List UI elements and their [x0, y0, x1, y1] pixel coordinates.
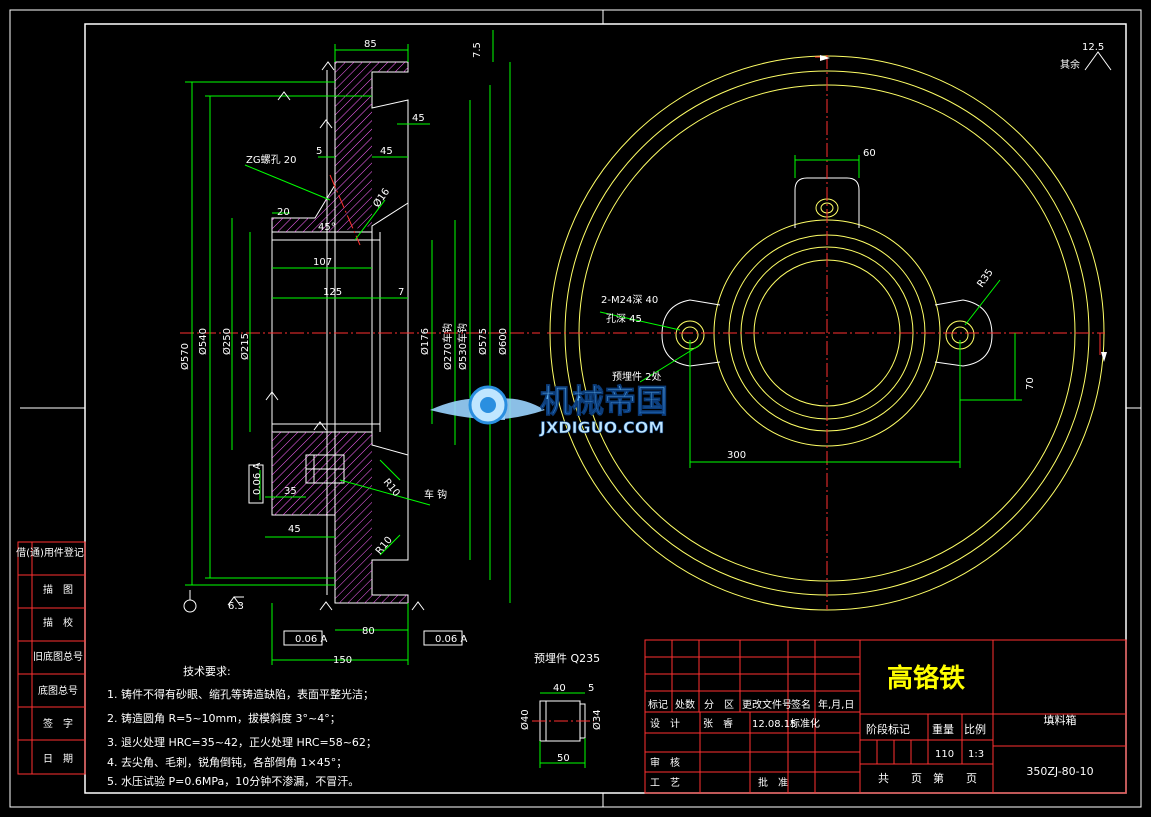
part-dim-5: 5	[588, 683, 594, 694]
dim-5: 5	[316, 146, 322, 157]
dim-45b: 45	[380, 146, 393, 157]
tol-frame-3: 0.06 A	[435, 634, 467, 645]
front-view	[547, 55, 1107, 611]
dim-150: 150	[333, 655, 352, 666]
dim-45deg: 45°	[318, 222, 336, 233]
tb-designer: 张 睿	[703, 717, 733, 730]
dim-85: 85	[364, 39, 377, 50]
watermark: 机械帝国 JXDIGUO.COM	[430, 382, 668, 437]
tech-item-5: 5. 水压试验 P=0.6MPa，10分钟不渗漏，不冒汗。	[107, 774, 359, 788]
tech-item-2: 2. 铸造圆角 R=5~10mm，拔模斜度 3°~4°；	[107, 711, 341, 725]
dim-phi215: Ø215	[239, 333, 251, 360]
part-title: 预埋件 Q235	[534, 652, 600, 665]
dim-car-note: 车 钩	[424, 488, 447, 501]
section-view	[180, 30, 540, 665]
dim-r10b: R10	[374, 535, 395, 557]
title-block: 高铬铁 填料箱 350ZJ-80-10 标记 处数 分 区 更改文件号 签名 年…	[644, 639, 1127, 794]
dim-m24-thread: 2-M24深 40	[601, 294, 658, 306]
left-table-cell-1: 描 图	[43, 583, 73, 596]
left-table-cell-4: 底图总号	[38, 684, 78, 697]
dim-125: 125	[323, 287, 342, 298]
tb-weight: 重量	[932, 722, 954, 736]
part-dim-phi40: Ø40	[519, 709, 531, 730]
dim-r10a: R10	[381, 477, 402, 499]
watermark-en: JXDIGUO.COM	[539, 418, 664, 437]
dim-45c: 45	[288, 524, 301, 535]
roughness-symbol-icon	[1084, 51, 1112, 71]
dim-phi530: Ø530车钩	[456, 323, 469, 370]
tb-sheets: 共 页 第 页	[878, 771, 977, 785]
tech-item-3: 3. 退火处理 HRC=35~42，正火处理 HRC=58~62；	[107, 736, 377, 749]
tb-scale-value: 1:3	[968, 749, 984, 760]
tb-hdr-mark: 标记	[648, 699, 668, 711]
embedded-part-detail: 预埋件 Q235 40 5 Ø40 Ø34 50	[519, 652, 603, 768]
dim-phi575: Ø575	[477, 328, 489, 355]
tech-item-4: 4. 去尖角、毛刺，锐角倒钝，各部倒角 1×45°；	[107, 755, 347, 769]
tol-frame-1: 0.06 A	[252, 463, 263, 495]
dim-7: 7	[398, 287, 404, 298]
roughness-other: 其余	[1060, 58, 1080, 71]
dim-phi250: Ø250	[221, 328, 233, 355]
tb-stage: 阶段标记	[866, 722, 910, 736]
dim-20: 20	[277, 207, 290, 218]
tb-scale-label: 比例	[964, 722, 986, 736]
tol-frame-2: 0.06 A	[295, 634, 327, 645]
tb-design: 设 计	[650, 717, 680, 730]
drawing-name: 填料箱	[1044, 713, 1077, 727]
dim-zg-thread: ZG螺孔 20	[246, 154, 297, 166]
dim-60: 60	[863, 148, 876, 159]
dim-phi270: Ø270车钩	[441, 323, 454, 370]
tb-hdr-change: 更改文件号	[742, 698, 792, 711]
dim-7-5: 7.5	[472, 42, 483, 58]
dim-phi540: Ø540	[197, 328, 209, 355]
left-record-table: 借(通)用件登记 描 图 描 校 旧底图总号 底图总号 签 字 日 期	[16, 541, 86, 775]
dim-phi16: Ø16	[371, 186, 393, 210]
tb-hdr-date: 年,月,日	[818, 698, 854, 711]
label-embedded-part: 预埋件 2处	[612, 371, 662, 383]
drawing-code: 350ZJ-80-10	[1026, 765, 1093, 778]
tech-title: 技术要求:	[183, 665, 231, 678]
left-table-cell-5: 签 字	[43, 717, 73, 730]
roughness-value: 12.5	[1082, 42, 1104, 53]
tech-item-1: 1. 铸件不得有砂眼、缩孔等铸造缺陷，表面平整光洁；	[107, 687, 374, 701]
tb-hdr-sign: 签名	[791, 698, 811, 711]
left-table-cell-2: 描 校	[43, 616, 73, 629]
watermark-cn: 机械帝国	[540, 382, 668, 420]
tb-weight-value: 110	[935, 749, 954, 760]
dim-300: 300	[727, 450, 746, 461]
tb-review: 审 核	[650, 756, 680, 769]
tb-standard: 标准化	[790, 717, 820, 730]
dim-r35: R35	[975, 267, 995, 289]
left-table-cell-3: 旧底图总号	[33, 650, 83, 663]
dim-80: 80	[362, 626, 375, 637]
part-dim-40: 40	[553, 683, 566, 694]
part-dim-50: 50	[557, 753, 570, 764]
tb-approve: 批 准	[758, 776, 788, 789]
dim-phi600: Ø600	[497, 328, 509, 355]
part-dim-phi34: Ø34	[591, 709, 603, 730]
technical-requirements: 技术要求: 1. 铸件不得有砂眼、缩孔等铸造缺陷，表面平整光洁； 2. 铸造圆角…	[107, 665, 377, 788]
tb-hdr-count: 处数	[675, 698, 695, 711]
tb-date: 12.08.15	[752, 719, 797, 730]
dim-phi570: Ø570	[179, 343, 191, 370]
dim-rough-6-3: 6.3	[228, 601, 244, 612]
left-table-cell-0: 借(通)用件登记	[16, 546, 84, 559]
dim-45a: 45	[412, 113, 425, 124]
tb-hdr-zone: 分 区	[704, 699, 734, 711]
material-label: 高铬铁	[887, 663, 965, 694]
dim-107: 107	[313, 257, 332, 268]
tb-process: 工 艺	[650, 777, 680, 789]
front-dimension-labels: 60 R35 2-M24深 40 孔深 45 预埋件 2处 300 70 12.…	[601, 42, 1112, 461]
dim-phi176: Ø176	[419, 328, 431, 355]
dim-35: 35	[284, 486, 297, 497]
dim-70: 70	[1025, 377, 1036, 390]
left-table-cell-6: 日 期	[43, 753, 73, 765]
dim-hole-depth: 孔深 45	[606, 313, 642, 325]
